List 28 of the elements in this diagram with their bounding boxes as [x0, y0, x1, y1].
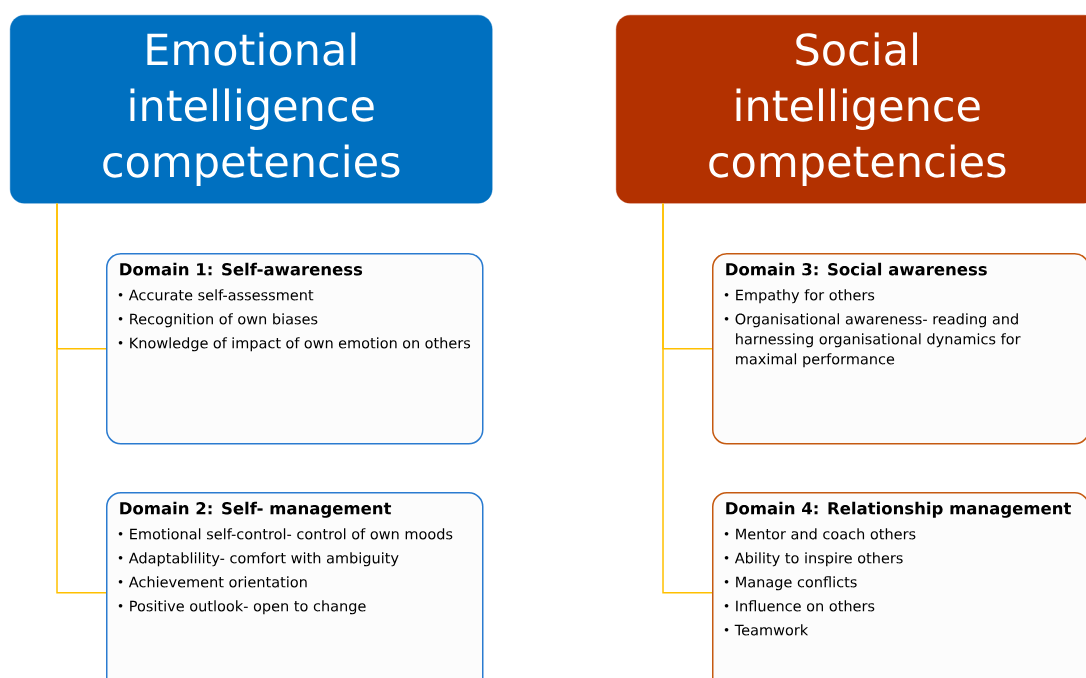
domain-heading: Domain 2: Self- management [120, 501, 392, 518]
domain-box [712, 253, 1086, 445]
bullet-text: Empathy for others [736, 289, 875, 304]
domain-box [712, 492, 1086, 678]
domain-box [106, 492, 484, 678]
heading-box [10, 15, 493, 204]
bullet-text: Influence on others [736, 600, 875, 612]
bullet-text: Ability to inspire others [734, 552, 903, 567]
heading-text: Emotional intelligence competencies [103, 32, 400, 186]
bullet-text: Mentor and coach others [736, 528, 916, 540]
domain-heading: Domain 4: Relationship management [726, 501, 1071, 518]
bullet-text: Teamwork [734, 624, 809, 636]
bullet-text: Adaptablility- comfort with ambiguity [128, 552, 399, 567]
bullet-text: Recognition of own biases [130, 313, 318, 328]
bullet-text: Organisational awareness- reading and harnessing organisational dynamics for maximal performance [735, 313, 1021, 368]
connector-line [56, 202, 107, 594]
bullet-text: Manage conflicts [736, 576, 857, 591]
connector-line [662, 202, 713, 594]
bullet-text: Accurate self-assessment [128, 289, 314, 301]
domain-box [106, 253, 484, 445]
bullet-text: Emotional self-control- control of own moods [130, 528, 453, 540]
domain-heading: Domain 1: Self-awareness [120, 262, 363, 276]
bullet-text: Achievement orientation [128, 576, 307, 588]
heading-text: Social intelligence competencies [709, 32, 1006, 186]
domain-heading: Domain 3: Social awareness [726, 262, 987, 276]
bullet-text: Positive outlook- open to change [130, 600, 366, 615]
heading-box [616, 15, 1086, 204]
bullet-text: Knowledge of impact of own emotion on others [130, 337, 471, 352]
